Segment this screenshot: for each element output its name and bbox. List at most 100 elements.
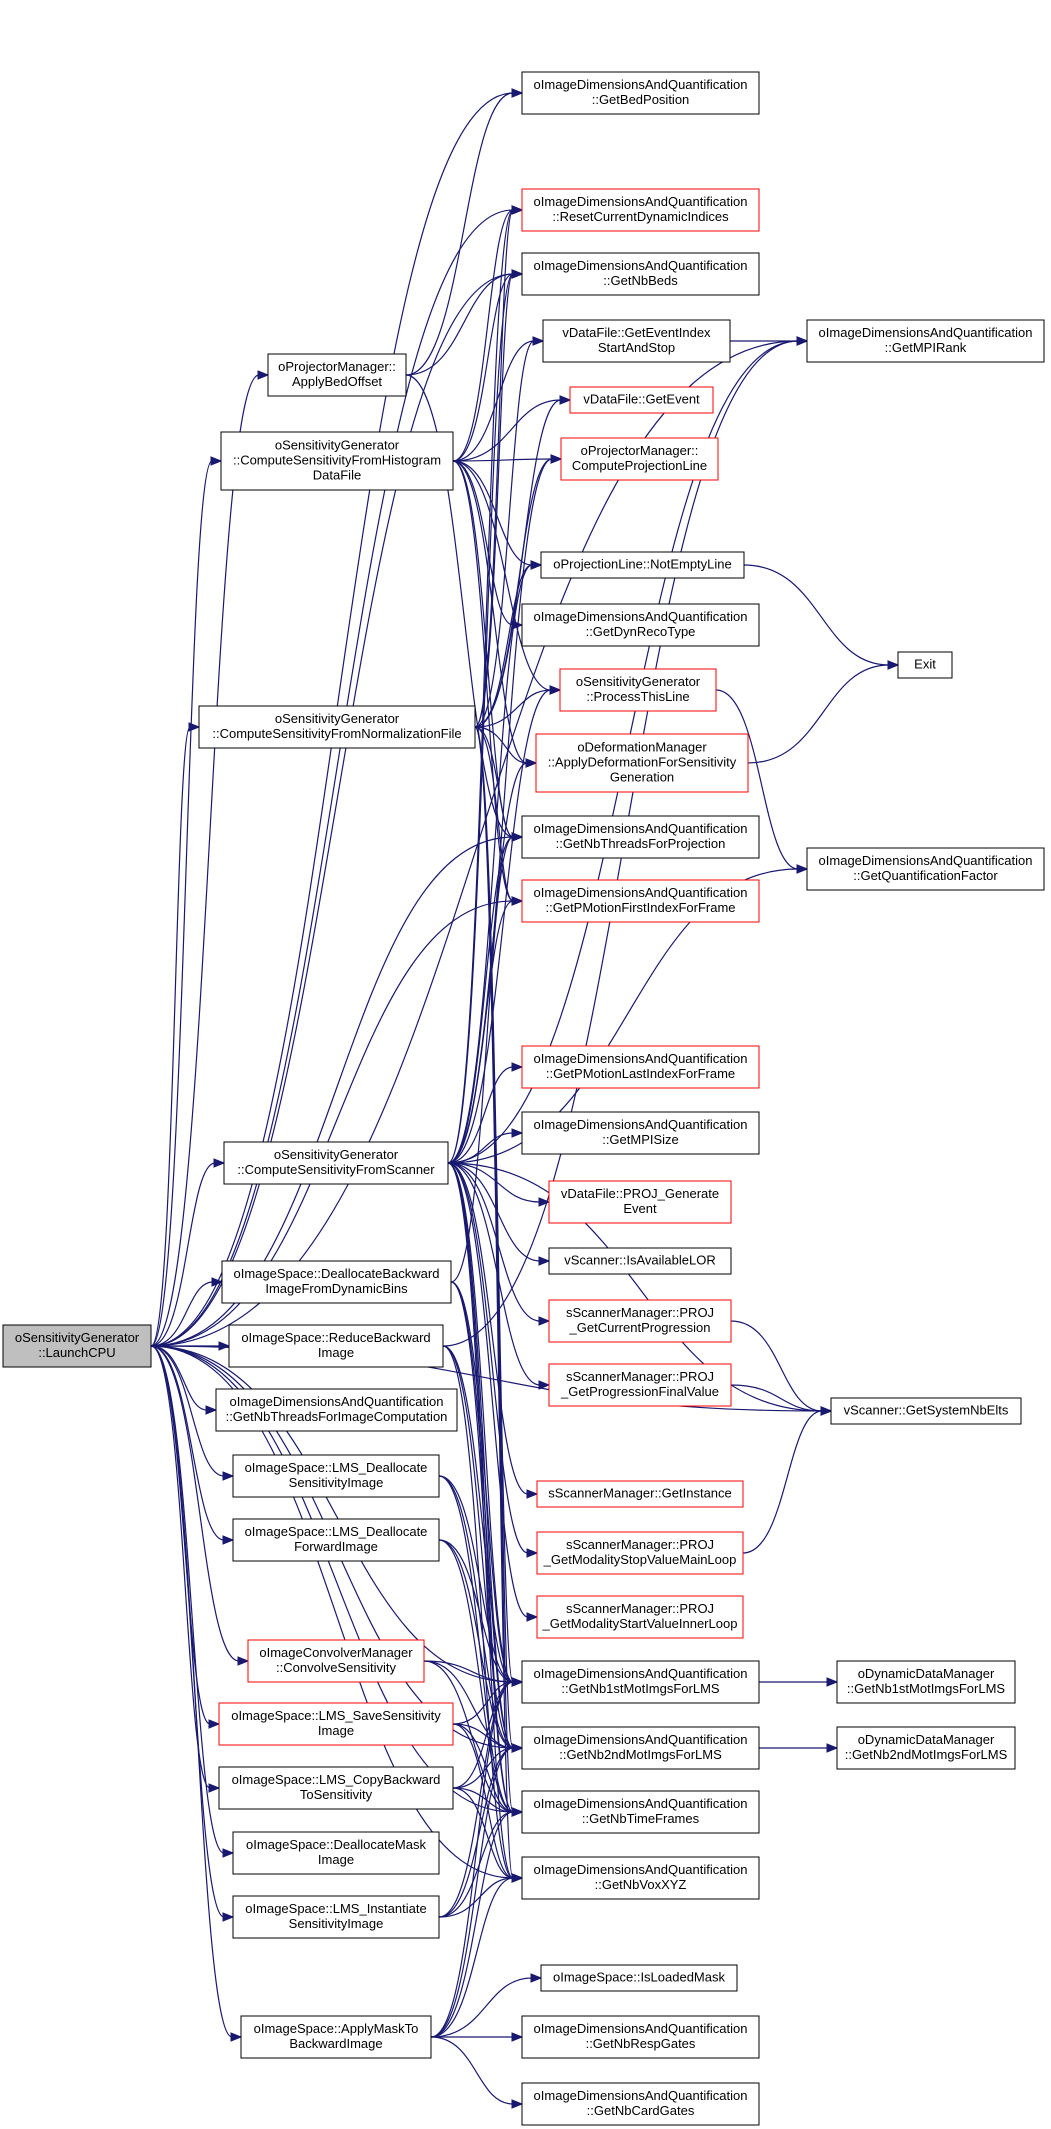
node-label-line: oImageDimensionsAndQuantification xyxy=(534,1051,748,1066)
node-label-line: ::ProcessThisLine xyxy=(586,689,689,704)
node-label-line: ::GetMPIRank xyxy=(885,340,967,355)
node-pmot-last[interactable]: oImageDimensionsAndQuantification::GetPM… xyxy=(521,1045,760,1089)
node-label-line: _GetModalityStartValueInnerLoop xyxy=(542,1616,738,1631)
node-proj-mod-stop[interactable]: sScannerManager::PROJ_GetModalityStopVal… xyxy=(536,1531,744,1575)
node-lms-inst-sens[interactable]: oImageSpace::LMS_InstantiateSensitivityI… xyxy=(232,1895,440,1939)
node-dyn1st[interactable]: oDynamicDataManager::GetNb1stMotImgsForL… xyxy=(836,1660,1016,1704)
call-edge-line xyxy=(474,340,535,728)
node-is-avail-lor[interactable]: vScanner::IsAvailableLOR xyxy=(548,1247,732,1275)
node-nb-threads-img[interactable]: oImageDimensionsAndQuantification::GetNb… xyxy=(215,1388,458,1432)
node-get-sys-nb-elts[interactable]: vScanner::GetSystemNbElts xyxy=(830,1397,1022,1425)
node-get-mpisize[interactable]: oImageDimensionsAndQuantification::GetMP… xyxy=(521,1111,760,1155)
node-pmot-first[interactable]: oImageDimensionsAndQuantification::GetPM… xyxy=(521,879,760,923)
call-edge-line xyxy=(447,1066,514,1164)
arrowhead-icon xyxy=(796,864,809,874)
node-label-line: ::GetNb2ndMotImgsForLMS xyxy=(845,1747,1008,1762)
call-edge-line xyxy=(430,2036,514,2105)
node-nb2nd[interactable]: oImageDimensionsAndQuantification::GetNb… xyxy=(521,1726,760,1770)
arrowhead-icon xyxy=(511,1062,524,1072)
call-edge-line xyxy=(447,1162,541,1386)
node-box xyxy=(521,815,760,859)
node-csf-hist[interactable]: oSensitivityGenerator::ComputeSensitivit… xyxy=(220,431,454,491)
arrowhead-icon xyxy=(559,395,572,405)
node-get-bed-pos[interactable]: oImageDimensionsAndQuantification::GetBe… xyxy=(521,71,760,115)
node-csf-norm[interactable]: oSensitivityGenerator::ComputeSensitivit… xyxy=(198,705,476,749)
node-nb-threads-proj[interactable]: oImageDimensionsAndQuantification::GetNb… xyxy=(521,815,760,859)
node-box xyxy=(536,1595,744,1639)
node-nb-vox-xyz[interactable]: oImageDimensionsAndQuantification::GetNb… xyxy=(521,1856,760,1900)
call-edge-line xyxy=(150,1345,225,1541)
node-not-empty-line[interactable]: oProjectionLine::NotEmptyLine xyxy=(540,551,745,579)
arrowhead-icon xyxy=(218,1341,231,1351)
arrowhead-icon xyxy=(525,758,538,768)
node-compute-proj-line[interactable]: oProjectorManager::ComputeProjectionLine xyxy=(560,437,719,481)
arrowhead-icon xyxy=(530,1973,543,1983)
node-get-instance[interactable]: sScannerManager::GetInstance xyxy=(536,1480,744,1508)
node-proj-prog-final[interactable]: sScannerManager::PROJ_GetProgressionFina… xyxy=(548,1363,732,1407)
node-label-line: Image xyxy=(318,1852,354,1867)
node-get-nb-beds[interactable]: oImageDimensionsAndQuantification::GetNb… xyxy=(521,252,760,296)
node-lms-copy-backward[interactable]: oImageSpace::LMS_CopyBackwardToSensitivi… xyxy=(218,1766,454,1810)
arrowhead-icon xyxy=(511,896,524,906)
node-label-line: oImageSpace::LMS_Deallocate xyxy=(245,1460,428,1475)
node-box xyxy=(521,1790,760,1834)
call-edge-line xyxy=(150,900,514,1347)
node-process-line[interactable]: oSensitivityGenerator::ProcessThisLine xyxy=(559,668,717,712)
node-get-mpirank[interactable]: oImageDimensionsAndQuantification::GetMP… xyxy=(806,319,1045,363)
arrowhead-icon xyxy=(208,1719,221,1729)
call-edge-csf-scanner-to-proj-prog-final xyxy=(447,1162,551,1390)
call-edge-line xyxy=(452,460,514,626)
node-label-line: oImageDimensionsAndQuantification xyxy=(534,1862,748,1877)
node-reset-dyn[interactable]: oImageDimensionsAndQuantification::Reset… xyxy=(521,188,760,232)
arrowhead-icon xyxy=(511,2032,524,2042)
node-get-event[interactable]: vDataFile::GetEvent xyxy=(569,386,714,414)
arrowhead-icon xyxy=(511,1873,524,1883)
node-box xyxy=(548,1299,732,1343)
call-edge-line xyxy=(452,209,514,462)
node-nb-time-frames[interactable]: oImageDimensionsAndQuantification::GetNb… xyxy=(521,1790,760,1834)
node-convolve-sens[interactable]: oImageConvolverManager::ConvolveSensitiv… xyxy=(247,1639,425,1683)
node-nb-card-gates[interactable]: oImageDimensionsAndQuantification::GetNb… xyxy=(521,2082,760,2126)
arrowhead-icon xyxy=(210,456,223,466)
node-get-quant-factor[interactable]: oImageDimensionsAndQuantification::GetQu… xyxy=(806,847,1045,891)
node-apply-bed-offset[interactable]: oProjectorManager::ApplyBedOffset xyxy=(267,353,407,397)
node-proj-cur-prog[interactable]: sScannerManager::PROJ_GetCurrentProgress… xyxy=(548,1299,732,1343)
call-edge-line xyxy=(405,92,514,376)
node-is-loaded-mask[interactable]: oImageSpace::IsLoadedMask xyxy=(540,1964,738,1992)
node-exit[interactable]: Exit xyxy=(897,651,953,679)
call-edge-line xyxy=(150,1345,211,1789)
call-edge-line xyxy=(447,1162,823,1412)
node-label-line: SensitivityImage xyxy=(289,1475,384,1490)
node-label-line: oSensitivityGenerator xyxy=(275,711,400,726)
node-nb-resp-gates[interactable]: oImageDimensionsAndQuantification::GetNb… xyxy=(521,2015,760,2059)
node-dealloc-backward[interactable]: oImageSpace::DeallocateBackwardImageFrom… xyxy=(221,1260,452,1304)
node-get-dyn-reco[interactable]: oImageDimensionsAndQuantification::GetDy… xyxy=(521,603,760,647)
node-lms-dealloc-sens[interactable]: oImageSpace::LMS_DeallocateSensitivityIm… xyxy=(232,1454,440,1498)
node-label-line: oSensitivityGenerator xyxy=(275,438,400,453)
call-edge-root-to-convolve-sens xyxy=(150,1345,250,1666)
node-dyn2nd[interactable]: oDynamicDataManager::GetNb2ndMotImgsForL… xyxy=(836,1726,1016,1770)
node-label-line: ::ResetCurrentDynamicIndices xyxy=(552,209,729,224)
node-box xyxy=(535,733,749,793)
node-label-line: ::GetNb1stMotImgsForLMS xyxy=(847,1681,1006,1696)
node-nb1st[interactable]: oImageDimensionsAndQuantification::GetNb… xyxy=(521,1660,760,1704)
call-edge-line xyxy=(438,1539,514,1683)
node-csf-scanner[interactable]: oSensitivityGenerator::ComputeSensitivit… xyxy=(223,1141,449,1185)
node-label-line: oImageDimensionsAndQuantification xyxy=(534,885,748,900)
node-label-line: _GetModalityStopValueMainLoop xyxy=(543,1552,737,1567)
node-apply-deform[interactable]: oDeformationManager::ApplyDeformationFor… xyxy=(535,733,749,793)
node-proj-mod-start[interactable]: sScannerManager::PROJ_GetModalityStartVa… xyxy=(536,1595,744,1639)
call-edge-apply-mask-to-nb1st xyxy=(430,1677,524,2038)
call-edge-nb2nd-to-dyn2nd xyxy=(759,1743,839,1753)
call-edge-line xyxy=(430,1877,514,2038)
node-label-line: ::ComputeSensitivityFromNormalizationFil… xyxy=(212,726,461,741)
call-edge-line xyxy=(438,1877,514,1918)
